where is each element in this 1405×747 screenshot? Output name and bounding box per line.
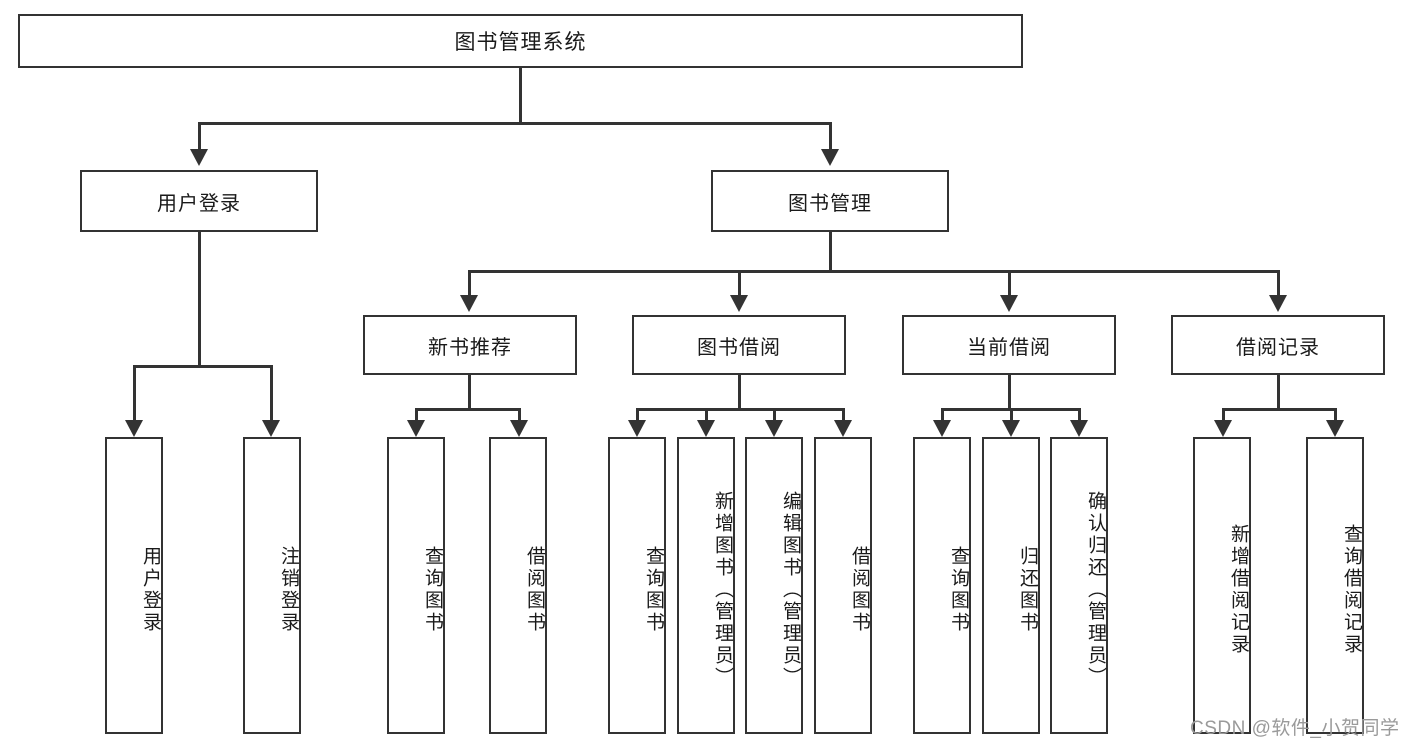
connector-book-manage-stem bbox=[829, 232, 832, 270]
node-root-system[interactable]: 图书管理系统 bbox=[18, 14, 1023, 68]
node-book-management[interactable]: 图书管理 bbox=[711, 170, 949, 232]
connector-drop-bb-3 bbox=[773, 408, 776, 420]
connector-drop-leaf-logout bbox=[270, 365, 273, 420]
node-label: 借阅图书 bbox=[524, 545, 545, 634]
connector-user-login-bus bbox=[133, 365, 272, 368]
leaf-borrow-book-nb[interactable]: 借阅图书 bbox=[489, 437, 547, 734]
connector-drop-book-manage bbox=[829, 122, 832, 149]
node-label: 图书借阅 bbox=[697, 336, 781, 359]
leaf-user-login[interactable]: 用户登录 bbox=[105, 437, 163, 734]
arrow-bb-2 bbox=[697, 420, 715, 437]
leaf-logout[interactable]: 注销登录 bbox=[243, 437, 301, 734]
arrow-bb-1 bbox=[628, 420, 646, 437]
node-label: 确认归还（管理员） bbox=[1085, 490, 1106, 689]
node-label: 用户登录 bbox=[157, 192, 241, 215]
leaf-edit-book-admin[interactable]: 编辑图书（管理员） bbox=[745, 437, 803, 734]
node-current-borrow[interactable]: 当前借阅 bbox=[902, 315, 1116, 375]
node-label: 图书管理 bbox=[788, 192, 872, 215]
connector-drop-br-1 bbox=[1222, 408, 1225, 420]
node-label: 新增借阅记录 bbox=[1228, 523, 1249, 656]
arrow-cb-1 bbox=[933, 420, 951, 437]
node-label: 图书管理系统 bbox=[454, 31, 587, 54]
leaf-add-borrow-record[interactable]: 新增借阅记录 bbox=[1193, 437, 1251, 734]
node-label: 借阅记录 bbox=[1236, 336, 1320, 359]
node-borrow-record[interactable]: 借阅记录 bbox=[1171, 315, 1385, 375]
csdn-watermark: CSDN @软件_小贺同学 bbox=[1190, 718, 1400, 739]
connector-root-bus bbox=[198, 122, 832, 125]
leaf-query-book-nb[interactable]: 查询图书 bbox=[387, 437, 445, 734]
connector-drop-book-borrow bbox=[738, 270, 741, 295]
connector-borrow-record-stem bbox=[1277, 375, 1280, 408]
arrow-bb-4 bbox=[834, 420, 852, 437]
leaf-query-book-bb[interactable]: 查询图书 bbox=[608, 437, 666, 734]
arrow-book-manage bbox=[821, 149, 839, 166]
arrow-nb-1 bbox=[407, 420, 425, 437]
connector-drop-borrow-record bbox=[1277, 270, 1280, 295]
connector-root-stem bbox=[519, 68, 522, 122]
node-user-login[interactable]: 用户登录 bbox=[80, 170, 318, 232]
connector-drop-user-login bbox=[198, 122, 201, 149]
connector-book-borrow-stem bbox=[738, 375, 741, 408]
connector-drop-cb-3 bbox=[1078, 408, 1081, 420]
connector-drop-bb-4 bbox=[842, 408, 845, 420]
node-label: 查询图书 bbox=[948, 545, 969, 634]
connector-drop-cb-2 bbox=[1010, 408, 1013, 420]
node-label: 用户登录 bbox=[140, 545, 161, 634]
node-label: 归还图书 bbox=[1017, 545, 1038, 634]
node-label: 当前借阅 bbox=[967, 336, 1051, 359]
arrow-br-2 bbox=[1326, 420, 1344, 437]
node-book-borrow[interactable]: 图书借阅 bbox=[632, 315, 846, 375]
arrow-nb-2 bbox=[510, 420, 528, 437]
connector-book-borrow-bus bbox=[636, 408, 845, 411]
leaf-return-book[interactable]: 归还图书 bbox=[982, 437, 1040, 734]
arrow-leaf-logout bbox=[262, 420, 280, 437]
node-label: 新书推荐 bbox=[428, 336, 512, 359]
arrow-cb-2 bbox=[1002, 420, 1020, 437]
arrow-new-book bbox=[460, 295, 478, 312]
arrow-current-borrow bbox=[1000, 295, 1018, 312]
arrow-book-borrow bbox=[730, 295, 748, 312]
arrow-user-login bbox=[190, 149, 208, 166]
leaf-borrow-book-bb[interactable]: 借阅图书 bbox=[814, 437, 872, 734]
connector-user-login-stem bbox=[198, 232, 201, 365]
node-label: 查询借阅记录 bbox=[1341, 523, 1362, 656]
connector-drop-nb-2 bbox=[518, 408, 521, 420]
connector-drop-bb-2 bbox=[705, 408, 708, 420]
connector-drop-current-borrow bbox=[1008, 270, 1011, 295]
leaf-add-book-admin[interactable]: 新增图书（管理员） bbox=[677, 437, 735, 734]
connector-drop-cb-1 bbox=[941, 408, 944, 420]
node-label: 借阅图书 bbox=[849, 545, 870, 634]
connector-drop-bb-1 bbox=[636, 408, 639, 420]
leaf-query-book-cb[interactable]: 查询图书 bbox=[913, 437, 971, 734]
arrow-bb-3 bbox=[765, 420, 783, 437]
connector-level3-bus bbox=[468, 270, 1280, 273]
node-label: 注销登录 bbox=[278, 545, 299, 634]
leaf-confirm-return-admin[interactable]: 确认归还（管理员） bbox=[1050, 437, 1108, 734]
connector-drop-br-2 bbox=[1334, 408, 1337, 420]
node-label: 查询图书 bbox=[422, 545, 443, 634]
connector-current-borrow-stem bbox=[1008, 375, 1011, 408]
leaf-query-borrow-record[interactable]: 查询借阅记录 bbox=[1306, 437, 1364, 734]
node-label: 查询图书 bbox=[643, 545, 664, 634]
arrow-cb-3 bbox=[1070, 420, 1088, 437]
node-label: 新增图书（管理员） bbox=[712, 490, 733, 689]
node-new-book-recommend[interactable]: 新书推荐 bbox=[363, 315, 577, 375]
connector-new-book-bus bbox=[415, 408, 521, 411]
connector-drop-leaf-user-login bbox=[133, 365, 136, 420]
arrow-borrow-record bbox=[1269, 295, 1287, 312]
arrow-leaf-user-login bbox=[125, 420, 143, 437]
connector-drop-new-book bbox=[468, 270, 471, 295]
connector-new-book-stem bbox=[468, 375, 471, 408]
connector-borrow-record-bus bbox=[1222, 408, 1336, 411]
connector-drop-nb-1 bbox=[415, 408, 418, 420]
node-label: 编辑图书（管理员） bbox=[780, 490, 801, 689]
arrow-br-1 bbox=[1214, 420, 1232, 437]
